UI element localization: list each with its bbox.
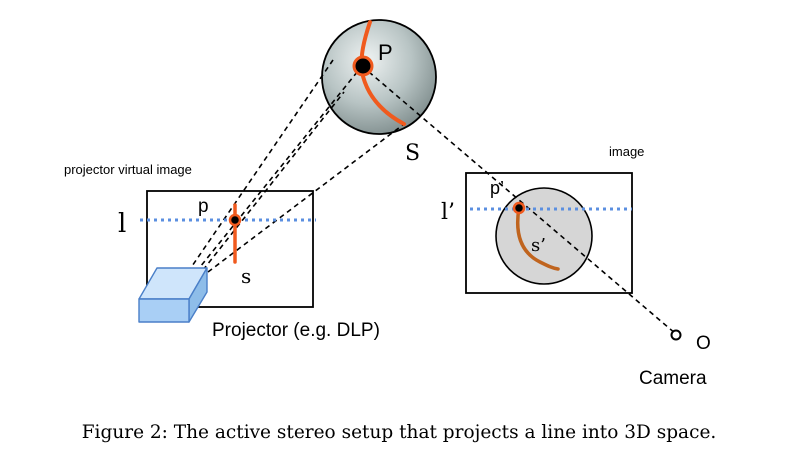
label-O: O bbox=[696, 333, 711, 354]
label-image: image bbox=[609, 144, 644, 159]
camera-ray bbox=[361, 65, 677, 335]
camera-image-frame bbox=[465, 172, 633, 294]
image-curve bbox=[515, 206, 560, 271]
label-p-prime: p’ bbox=[490, 178, 504, 198]
label-p: p bbox=[198, 196, 209, 217]
figure-caption: Figure 2: The active stereo setup that p… bbox=[82, 422, 717, 443]
sphere bbox=[321, 19, 437, 135]
label-projector-virtual-image: projector virtual image bbox=[64, 162, 192, 177]
label-S: S bbox=[405, 141, 420, 166]
label-l: l bbox=[118, 209, 126, 239]
label-l-prime: l’ bbox=[441, 200, 455, 225]
label-s-prime: s’ bbox=[531, 235, 546, 256]
point-p-marker bbox=[228, 213, 242, 227]
camera-center-marker bbox=[670, 329, 682, 341]
projector-box bbox=[138, 267, 208, 323]
label-camera: Camera bbox=[639, 368, 707, 389]
label-P: P bbox=[378, 40, 393, 65]
point-P-marker bbox=[352, 55, 374, 77]
projector-virtual-image-frame bbox=[146, 190, 314, 308]
label-projector: Projector (e.g. DLP) bbox=[212, 320, 380, 341]
label-s: s bbox=[241, 264, 251, 288]
point-p-prime-marker bbox=[512, 201, 526, 215]
projection-rays bbox=[187, 59, 405, 273]
